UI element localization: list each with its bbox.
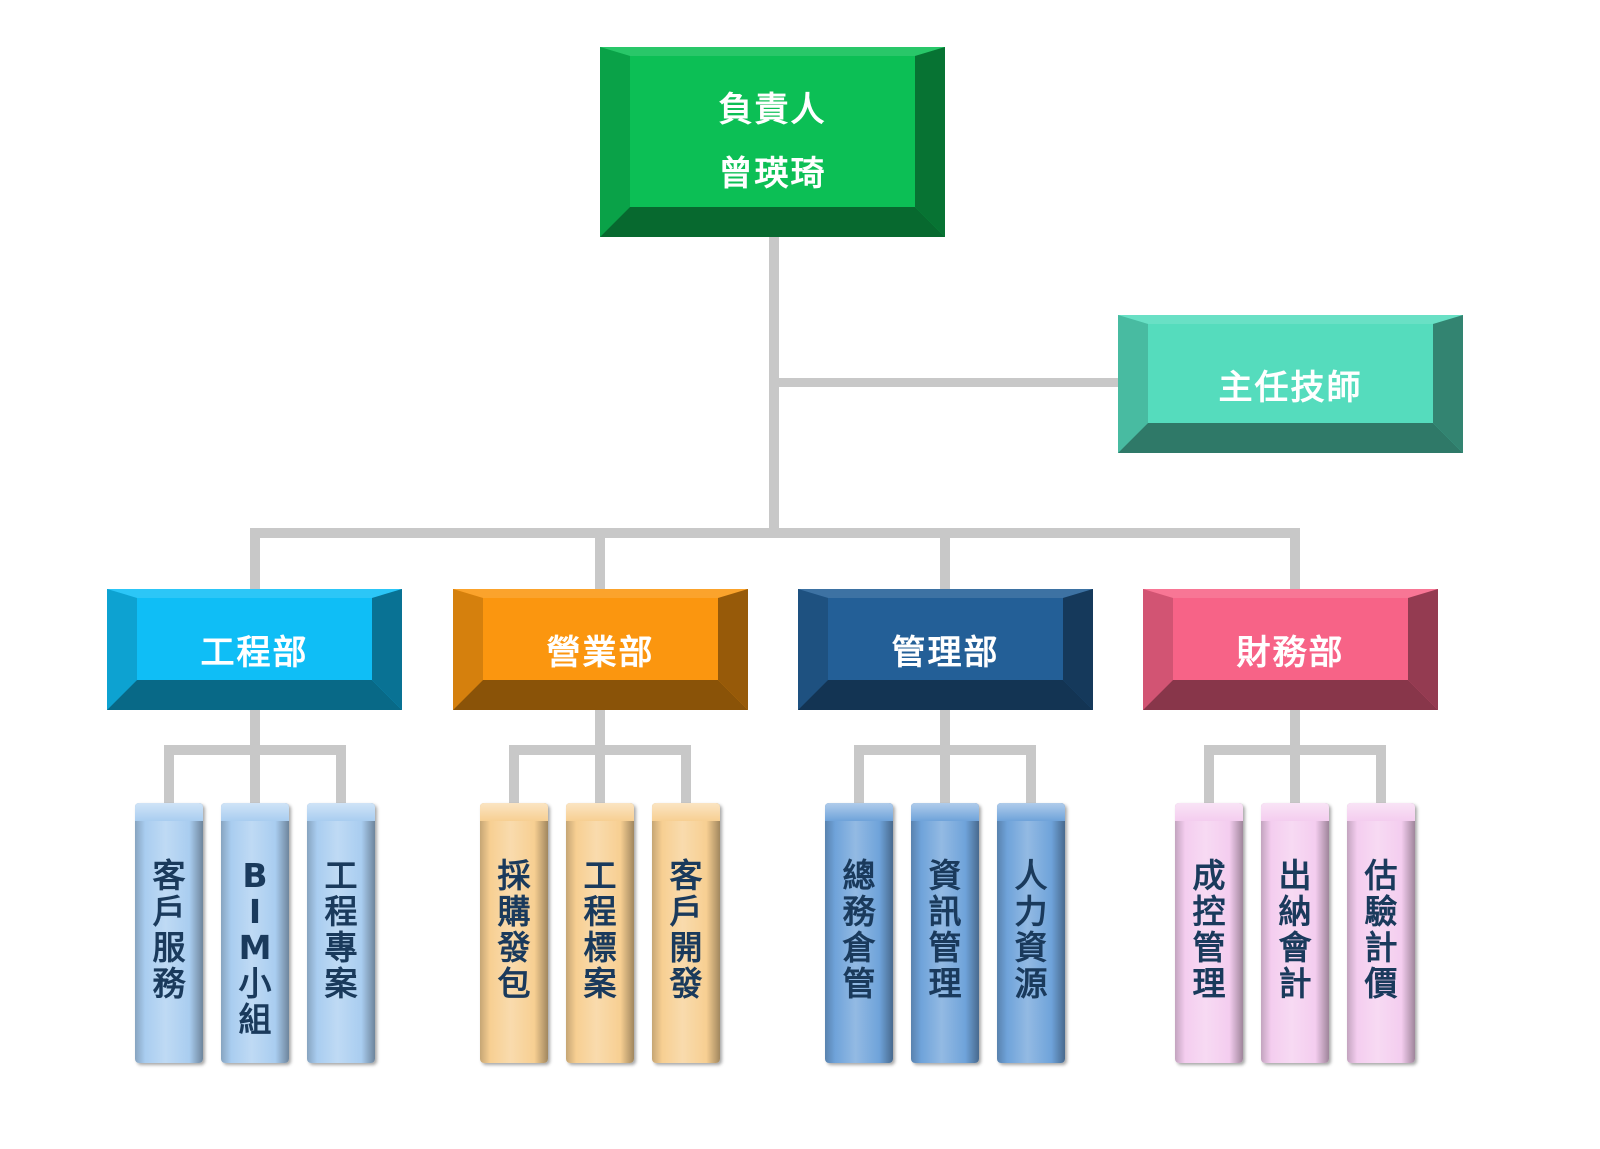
unit-node: 工程標案: [566, 803, 634, 1063]
department-node: 管理部: [798, 589, 1093, 710]
unit-label: 出納會計: [1278, 856, 1312, 1003]
unit-bevel-top: [825, 803, 893, 821]
unit-label: 採購發包: [497, 856, 531, 1003]
connector-dept-1: [595, 528, 605, 590]
advisor-node: 主任技師: [1118, 315, 1463, 453]
advisor-bevel: [1118, 315, 1463, 453]
department-bevel: [107, 589, 402, 710]
department-label: 管理部: [891, 633, 1000, 673]
unit-label: 客戶開發: [669, 856, 703, 1003]
unit-bevel-top: [566, 803, 634, 821]
department-bevel: [453, 589, 748, 710]
root-name: 曾瑛琦: [718, 154, 827, 194]
connector-unit: [509, 745, 519, 805]
unit-bevel-top: [135, 803, 203, 821]
unit-node: 客戶開發: [652, 803, 720, 1063]
connector-unit: [940, 745, 950, 805]
department-bevel: [798, 589, 1093, 710]
connector-unit: [1290, 745, 1300, 805]
department-bevel: [1143, 589, 1438, 710]
connector-unit: [1204, 745, 1214, 805]
connector-unit-trunk: [940, 710, 950, 750]
connector-dept-2: [940, 528, 950, 590]
connector-unit: [250, 745, 260, 805]
unit-label: 工程標案: [583, 856, 617, 1003]
connector-dept-3: [1290, 528, 1300, 590]
unit-node: 成控管理: [1175, 803, 1243, 1063]
unit-bevel-top: [997, 803, 1065, 821]
unit-label: 資訊管理: [928, 856, 962, 1003]
unit-node: 資訊管理: [911, 803, 979, 1063]
unit-bevel-top: [652, 803, 720, 821]
connector-dept-0: [250, 528, 260, 590]
connector-unit: [1026, 745, 1036, 805]
root-title: 負責人: [718, 90, 827, 130]
connector-unit-trunk: [1290, 710, 1300, 750]
department-node: 營業部: [453, 589, 748, 710]
department-label: 工程部: [200, 633, 309, 673]
connector-unit-trunk: [595, 710, 605, 750]
unit-node: 客戶服務: [135, 803, 203, 1063]
unit-bevel-top: [911, 803, 979, 821]
unit-bevel-top: [480, 803, 548, 821]
unit-label: 總務倉管: [842, 856, 876, 1003]
unit-label: 成控管理: [1192, 856, 1226, 1003]
connector-dept-bus: [250, 528, 1300, 538]
department-node: 工程部: [107, 589, 402, 710]
department-label: 財務部: [1236, 633, 1345, 673]
advisor-label: 主任技師: [1218, 367, 1363, 408]
unit-label: 人力資源: [1014, 856, 1048, 1003]
unit-bevel-top: [1261, 803, 1329, 821]
unit-node: 採購發包: [480, 803, 548, 1063]
unit-node: 人力資源: [997, 803, 1065, 1063]
connector-unit: [164, 745, 174, 805]
connector-unit-trunk: [250, 710, 260, 750]
unit-node: 估驗計價: [1347, 803, 1415, 1063]
unit-label: 客戶服務: [152, 856, 186, 1003]
unit-node: 出納會計: [1261, 803, 1329, 1063]
unit-label: 估驗計價: [1364, 856, 1398, 1003]
unit-bevel-top: [221, 803, 289, 821]
unit-node: 總務倉管: [825, 803, 893, 1063]
connector-unit: [595, 745, 605, 805]
connector-advisor: [774, 378, 1120, 387]
connector-unit: [1376, 745, 1386, 805]
unit-bevel-top: [1347, 803, 1415, 821]
department-node: 財務部: [1143, 589, 1438, 710]
root-bevel: [600, 47, 945, 237]
connector-unit: [854, 745, 864, 805]
root-node: 負責人 曾瑛琦: [600, 47, 945, 237]
unit-bevel-top: [1175, 803, 1243, 821]
connector-unit: [681, 745, 691, 805]
unit-label: 工程專案: [324, 856, 358, 1003]
unit-bevel-top: [307, 803, 375, 821]
department-label: 營業部: [546, 633, 655, 673]
connector-unit: [336, 745, 346, 805]
unit-node: 工程專案: [307, 803, 375, 1063]
